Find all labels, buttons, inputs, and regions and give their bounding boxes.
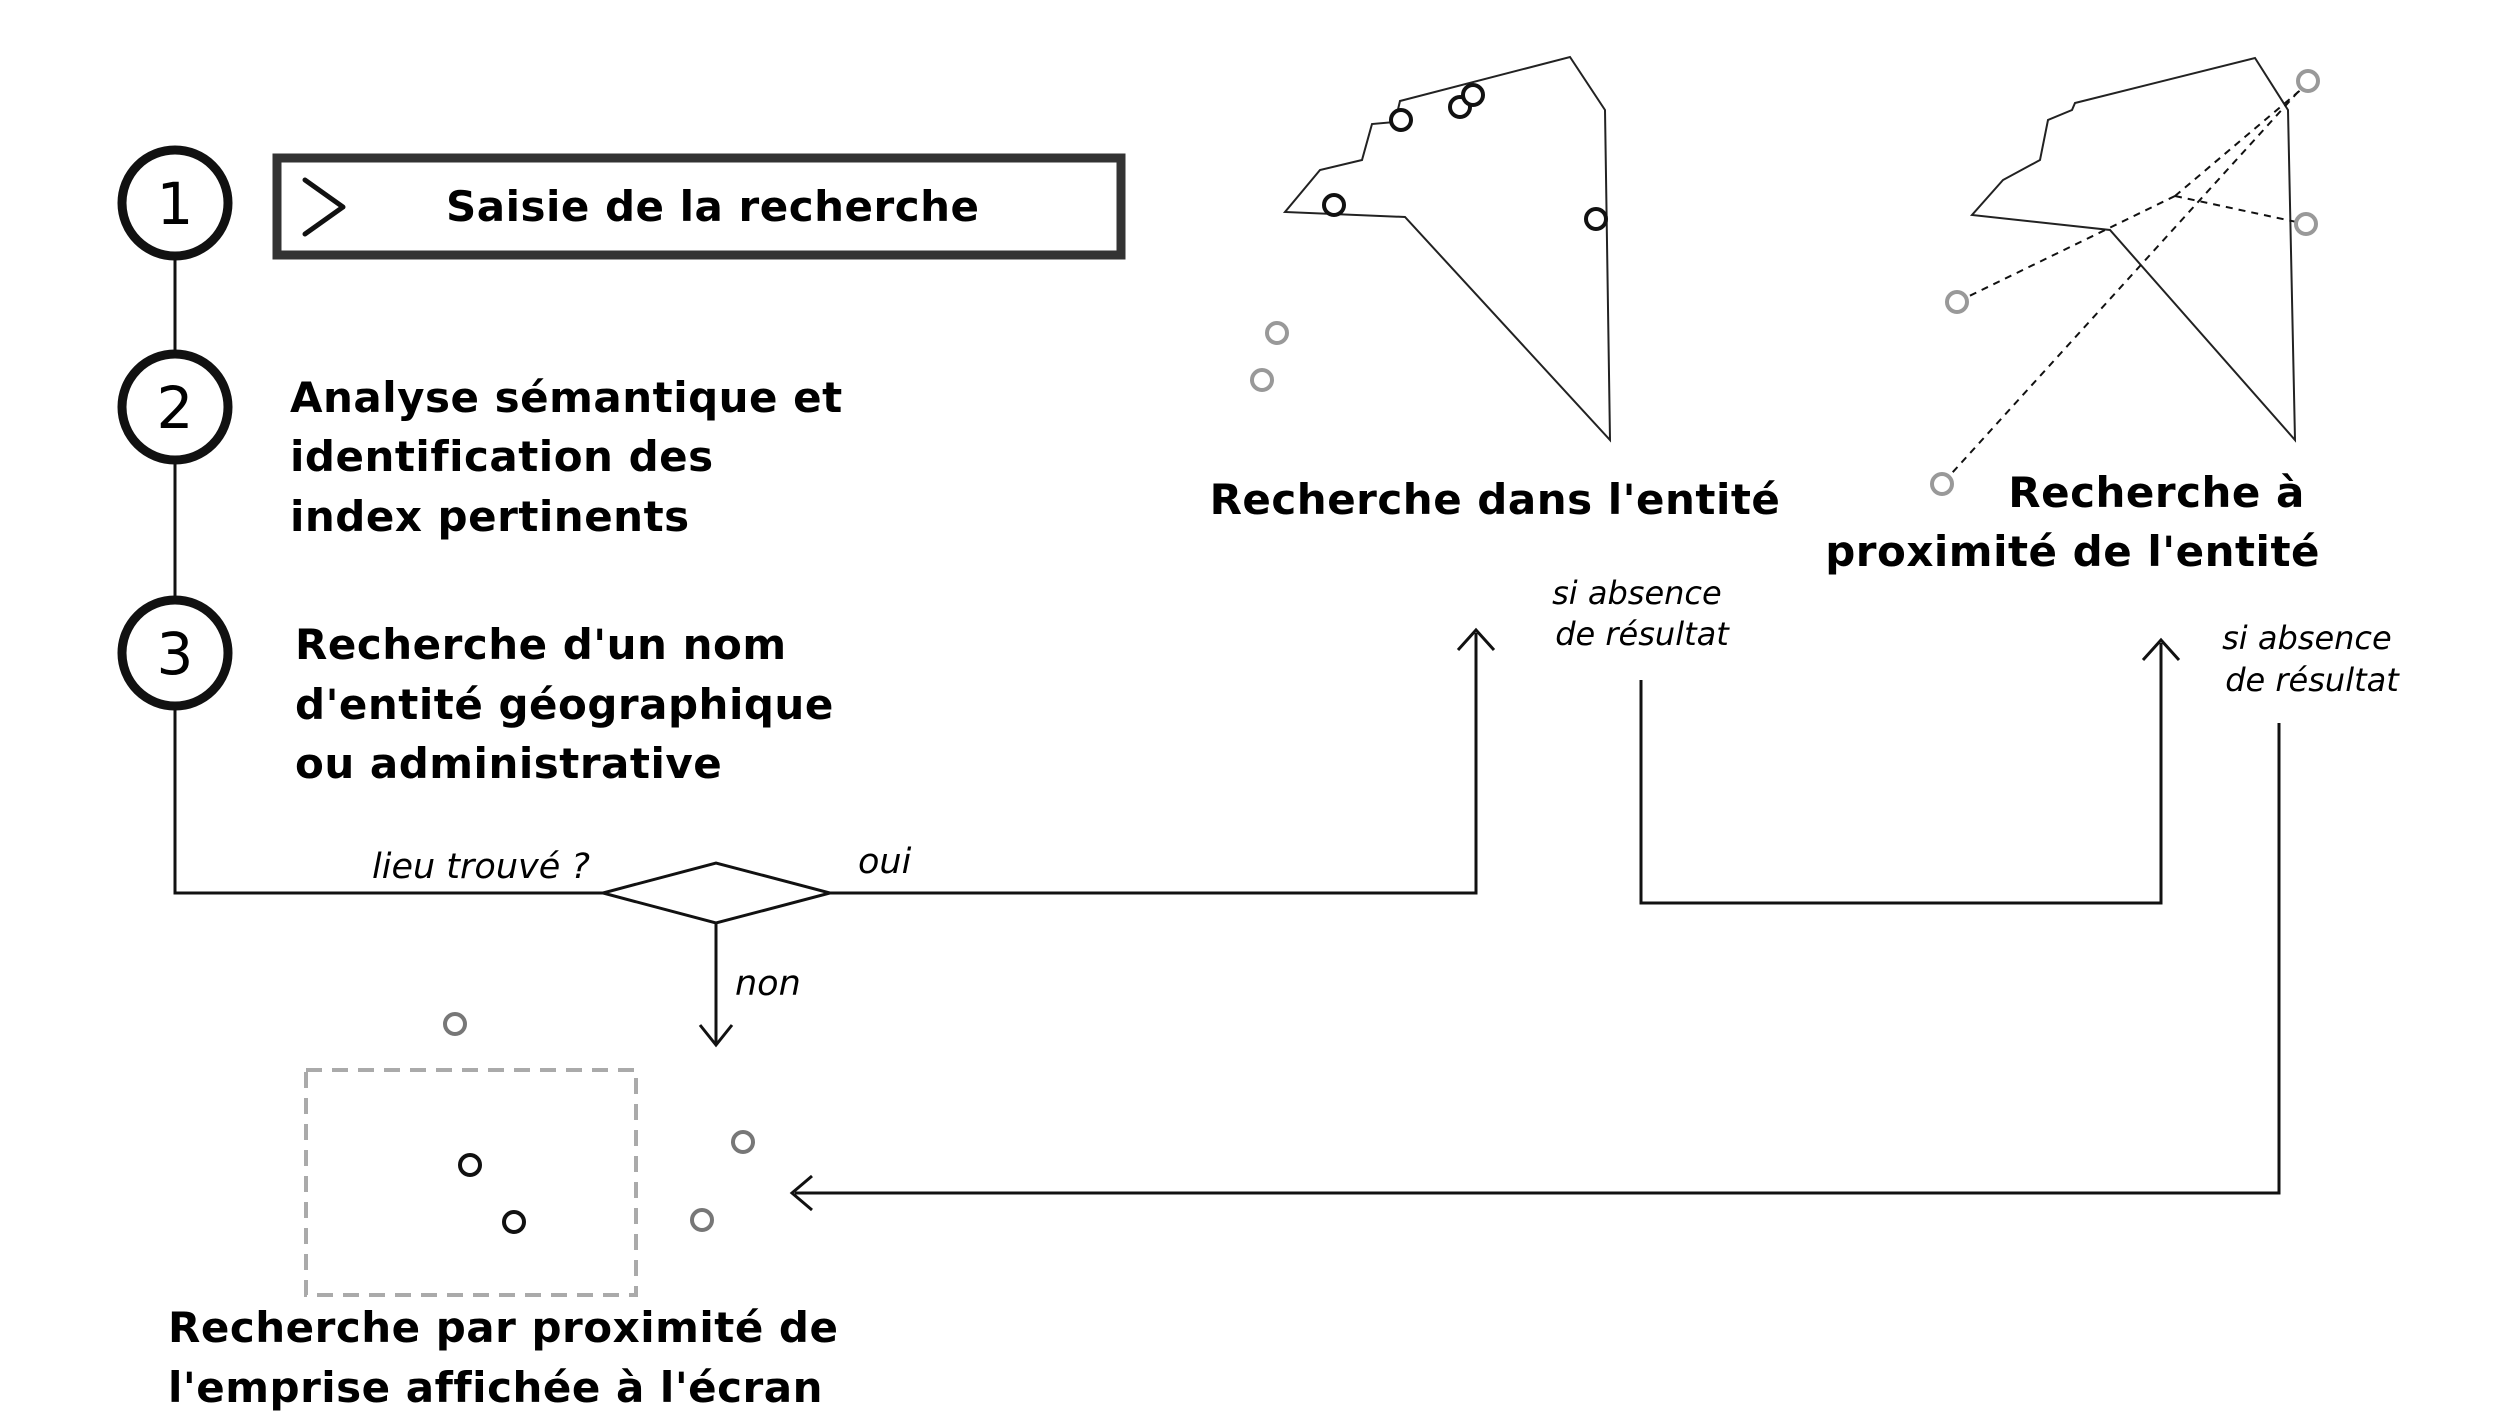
entity-search-title: Recherche dans l'entité	[1210, 475, 1781, 524]
proximity-entity-fallback: si absence de résultat	[2222, 619, 2402, 699]
nearby-marker	[2294, 212, 2318, 236]
step-2-number: 2	[157, 374, 194, 442]
decision-diamond	[597, 861, 836, 925]
search-input-label: Saisie de la recherche	[446, 182, 980, 231]
proximity-link	[2174, 195, 2307, 225]
nearby-marker	[1930, 472, 1954, 496]
decision-no-label: non	[735, 964, 801, 1004]
proximity-links	[1941, 81, 2311, 485]
nearby-marker	[2296, 69, 2320, 93]
outside-marker	[1250, 368, 1274, 392]
proximity-link	[2174, 81, 2311, 197]
screen-extent-title: Recherche par proximité de l'emprise aff…	[168, 1303, 854, 1412]
outside-marker	[731, 1130, 755, 1154]
result-marker	[1461, 83, 1485, 107]
step-2-circle	[117, 349, 233, 465]
step-3-circle	[117, 595, 233, 711]
result-marker	[502, 1210, 526, 1234]
yes-arrow-head	[1456, 627, 1496, 652]
fallback-arrow-1-head	[2141, 637, 2181, 662]
outside-marker	[1265, 321, 1289, 345]
result-marker	[1584, 207, 1608, 231]
steps-connector-line	[173, 260, 603, 895]
prompt-chevron-icon	[302, 177, 346, 237]
proximity-markers	[1930, 69, 2320, 496]
step-1-number: 1	[157, 170, 194, 238]
fallback-arrow-2	[795, 723, 2281, 1195]
proximity-link	[1956, 195, 2176, 303]
step-1-circle	[117, 145, 233, 261]
outside-marker	[443, 1012, 467, 1036]
step-3-number: 3	[157, 620, 194, 688]
entity-result-markers	[1322, 83, 1608, 231]
search-input-box[interactable]	[272, 153, 1126, 260]
outside-marker	[690, 1208, 714, 1232]
step-2-label: Analyse sémantique et identification des…	[290, 373, 858, 541]
result-marker	[458, 1153, 482, 1177]
decision-question: lieu trouvé ?	[372, 847, 590, 887]
decision-yes-label: oui	[858, 842, 912, 882]
yes-arrow	[830, 633, 1478, 895]
entity-polygon	[1282, 55, 1612, 443]
extent-outside-markers	[443, 1012, 755, 1232]
entity-search-fallback: si absence de résultat	[1552, 574, 1732, 653]
screen-extent-box	[304, 1068, 638, 1297]
entity-outside-markers	[1250, 321, 1289, 392]
extent-result-markers	[458, 1153, 526, 1234]
fallback-arrow-2-head	[789, 1174, 813, 1212]
fallback-arrow-1	[1639, 643, 2163, 905]
step-3-label: Recherche d'un nom d'entité géographique…	[295, 620, 849, 788]
nearby-marker	[1945, 290, 1969, 314]
result-marker	[1322, 193, 1346, 217]
proximity-entity-title: Recherche à proximité de l'entité	[1825, 468, 2320, 576]
no-arrow-head	[698, 1024, 734, 1048]
proximity-entity-polygon	[1969, 56, 2297, 443]
result-marker	[1389, 108, 1413, 132]
